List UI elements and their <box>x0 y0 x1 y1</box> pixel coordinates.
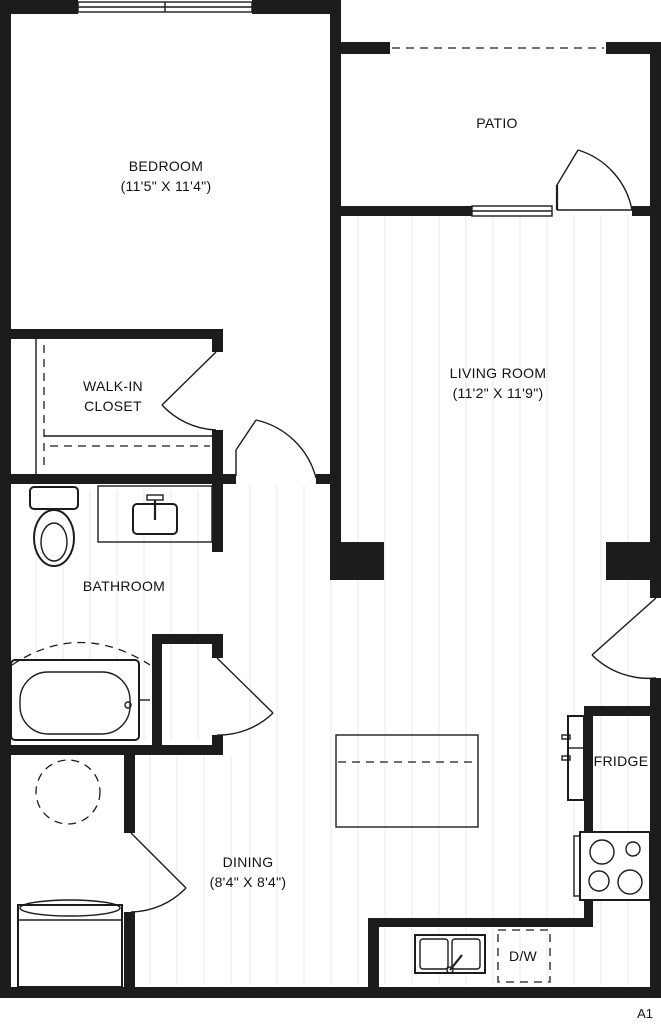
dining-label: DINING <box>223 854 274 870</box>
living-room-dims: (11'2" X 11'9") <box>453 385 544 401</box>
dishwasher-label: D/W <box>509 948 538 964</box>
walls <box>0 0 661 998</box>
dining-dims: (8'4" X 8'4") <box>210 874 287 890</box>
walkin-closet-label-line2: CLOSET <box>84 398 142 414</box>
dining-fixtures <box>17 759 123 988</box>
doors <box>130 149 657 913</box>
fridge-label: FRIDGE <box>594 753 649 769</box>
bedroom-label: BEDROOM <box>129 158 203 174</box>
room-labels: BEDROOM (11'5" X 11'4") PATIO WALK-IN CL… <box>83 115 653 1021</box>
living-room-label: LIVING ROOM <box>450 365 547 381</box>
patio-label: PATIO <box>476 115 517 131</box>
walkin-closet-label-line1: WALK-IN <box>83 378 143 394</box>
windows <box>77 1 553 217</box>
kitchen-appliances <box>414 715 651 983</box>
bathroom-fixtures <box>10 485 213 741</box>
bathroom-label: BATHROOM <box>83 578 165 594</box>
bedroom-dims: (11'5" X 11'4") <box>121 178 212 194</box>
closet-shelving <box>35 339 212 474</box>
plan-id-label: A1 <box>637 1006 653 1021</box>
kitchen-island <box>335 734 479 828</box>
